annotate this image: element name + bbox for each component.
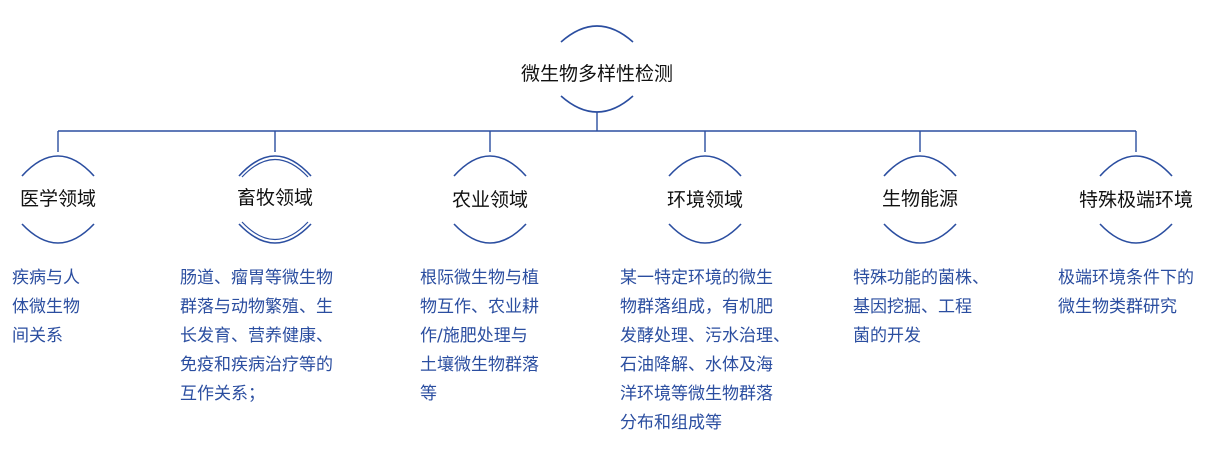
root-top-arc (560, 25, 634, 43)
description-line: 特殊功能的菌株、 (853, 268, 989, 288)
branch-title-6: 特殊极端环境 (1078, 189, 1194, 211)
description-line: 发酵处理、污水治理、 (620, 326, 790, 346)
branch-connectors (21, 131, 1173, 244)
description-line: 物互作、农业耕 (420, 297, 539, 317)
description-line: 免疫和疾病治疗等的 (180, 355, 333, 375)
root-node-title: 微生物多样性检测 (520, 63, 674, 85)
branch-title-3: 农业领域 (451, 189, 529, 211)
branch-bottom-arc-3 (453, 223, 527, 244)
branch-title-4: 环境领域 (666, 189, 744, 211)
description-line: 基因挖掘、工程 (853, 297, 972, 317)
branch-top-arc-inner-2 (241, 158, 309, 178)
branch-description-1: 疾病与人体微生物间关系 (12, 264, 80, 351)
branch-bottom-arc-inner-2 (241, 221, 309, 241)
branch-top-arc-2 (238, 155, 312, 177)
branch-top-arc-5 (883, 155, 957, 177)
branch-bottom-arc-4 (668, 223, 742, 244)
branch-title-2: 畜牧领域 (236, 187, 314, 209)
branch-top-arc-1 (21, 155, 95, 177)
branch-description-6: 极端环境条件下的微生物类群研究 (1058, 264, 1194, 322)
branch-description-4: 某一特定环境的微生物群落组成，有机肥发酵处理、污水治理、石油降解、水体及海洋环境… (620, 264, 790, 438)
description-line: 间关系 (12, 326, 63, 346)
description-line: 物群落组成，有机肥 (620, 297, 773, 317)
branch-description-2: 肠道、瘤胃等微生物群落与动物繁殖、生长发育、营养健康、免疫和疾病治疗等的互作关系… (180, 264, 333, 409)
branch-bottom-arc-1 (21, 223, 95, 244)
description-line: 微生物类群研究 (1058, 297, 1177, 317)
description-line: 体微生物 (12, 297, 80, 317)
description-line: 根际微生物与植 (420, 268, 539, 288)
description-line: 极端环境条件下的 (1058, 268, 1194, 288)
description-line: 洋环境等微生物群落 (620, 384, 773, 404)
description-line: 互作关系； (180, 384, 265, 404)
branch-bottom-arc-6 (1099, 223, 1173, 244)
description-line: 作/施肥处理与 (420, 326, 528, 346)
description-line: 肠道、瘤胃等微生物 (180, 268, 333, 288)
description-line: 群落与动物繁殖、生 (180, 297, 333, 317)
description-line: 长发育、营养健康、 (180, 326, 333, 346)
description-line: 石油降解、水体及海 (620, 355, 773, 375)
branch-description-5: 特殊功能的菌株、基因挖掘、工程菌的开发 (853, 264, 989, 351)
branch-top-arc-3 (453, 155, 527, 177)
branch-description-3: 根际微生物与植物互作、农业耕作/施肥处理与土壤微生物群落等 (420, 264, 539, 409)
root-bottom-arc (560, 95, 634, 113)
description-line: 分布和组成等 (620, 413, 722, 433)
description-line: 菌的开发 (853, 326, 921, 346)
description-line: 土壤微生物群落 (420, 355, 539, 375)
branch-top-arc-4 (668, 155, 742, 177)
description-line: 疾病与人 (12, 268, 80, 288)
description-line: 某一特定环境的微生 (620, 268, 773, 288)
branch-bottom-arc-2 (238, 223, 312, 244)
branch-top-arc-6 (1099, 155, 1173, 177)
branch-title-1: 医学领域 (19, 188, 97, 210)
branch-title-5: 生物能源 (881, 188, 959, 210)
branch-bottom-arc-5 (883, 223, 957, 244)
description-line: 等 (420, 384, 437, 404)
